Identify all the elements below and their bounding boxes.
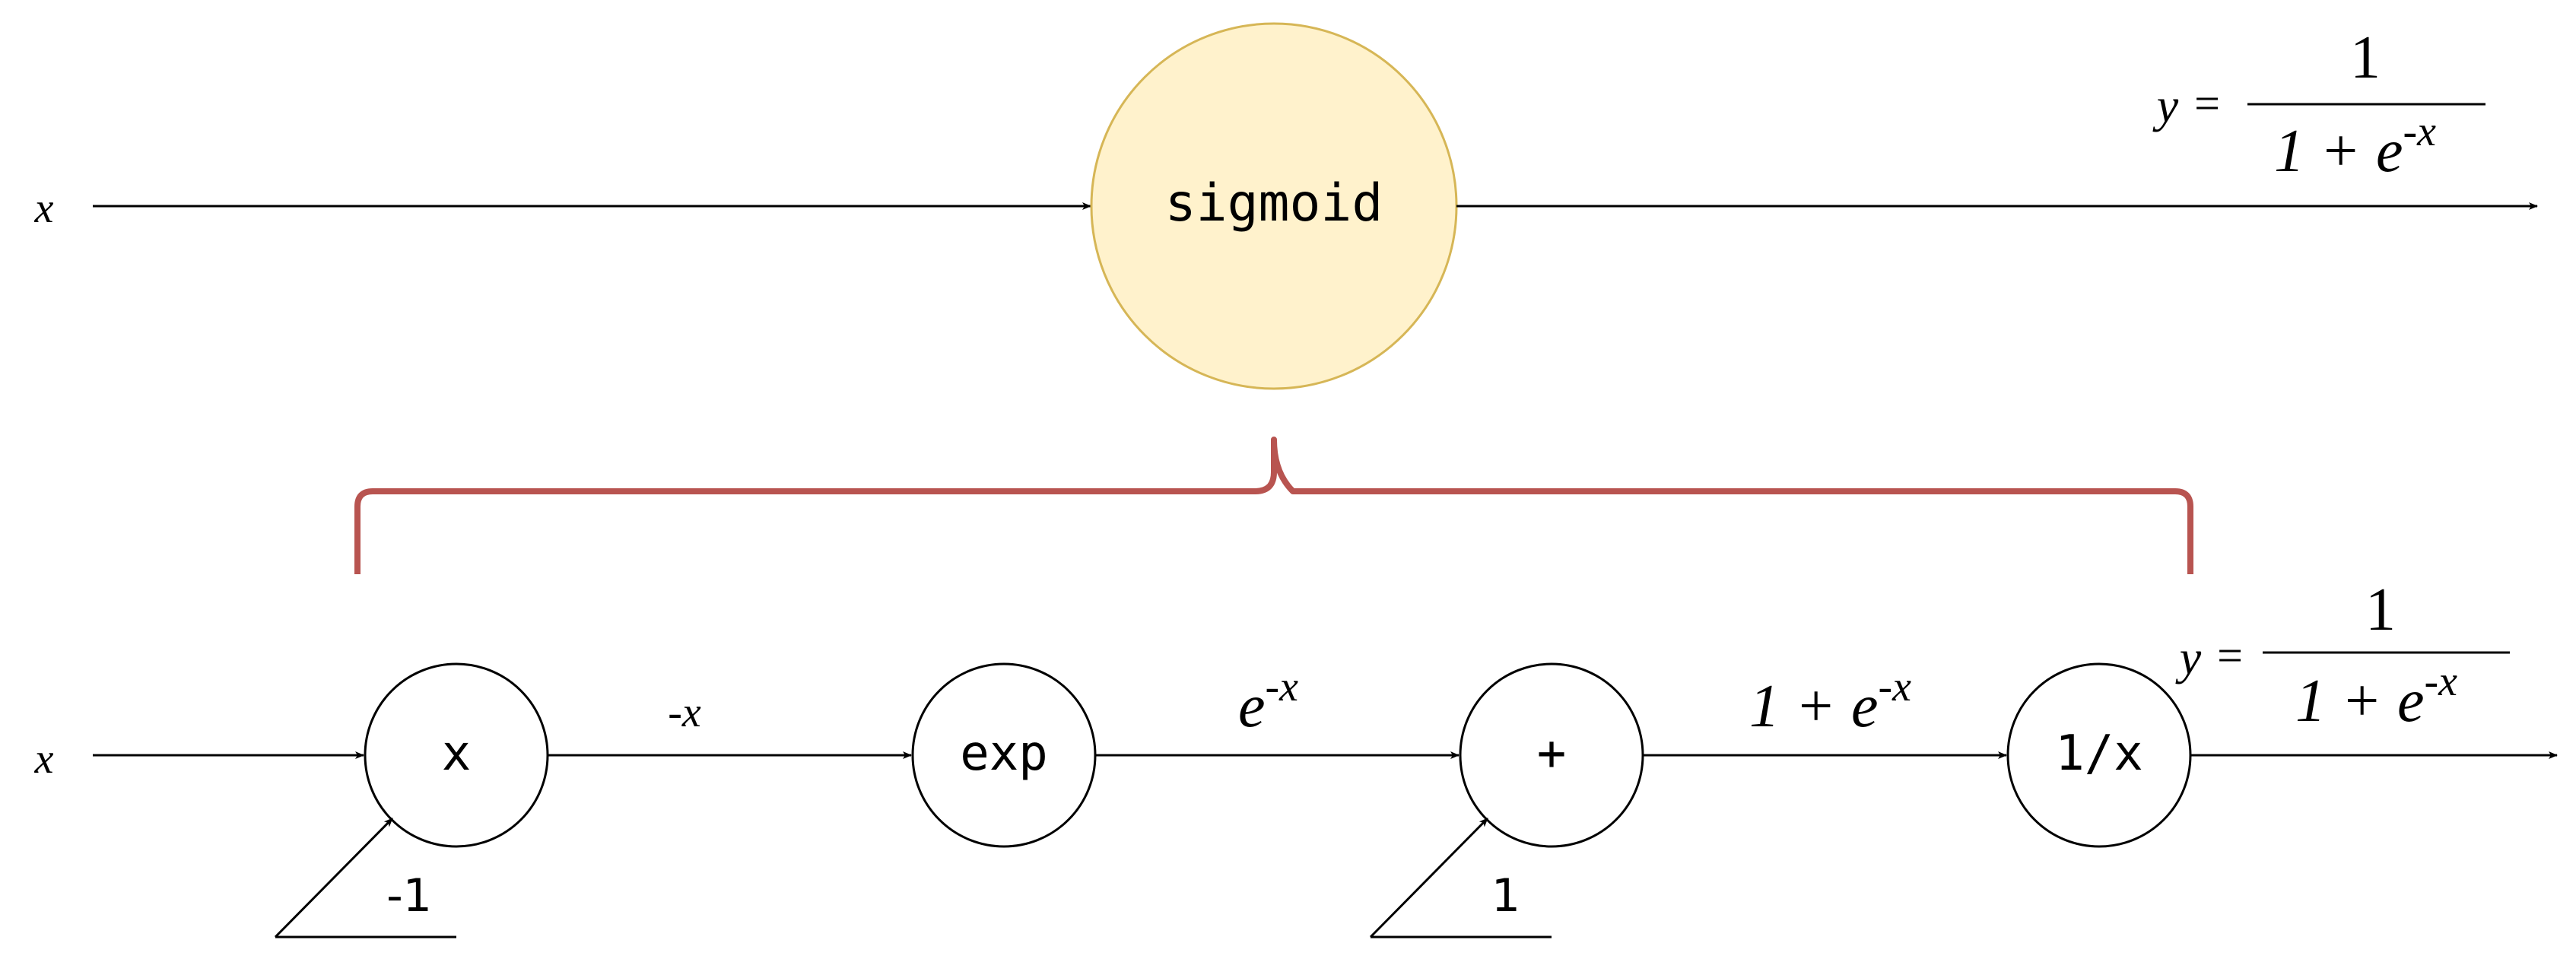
add-node-label: + <box>1537 726 1567 782</box>
bottom-output-formula: y = 1 1 + e-x <box>2175 576 2510 735</box>
const-mul-label: -1 <box>386 869 432 923</box>
bottom-output-denominator: 1 + e-x <box>2295 658 2457 735</box>
const-mul-input: -1 <box>274 817 456 939</box>
bottom-output-y: y <box>2175 630 2202 684</box>
top-output-denominator: 1 + e-x <box>2274 108 2436 185</box>
bottom-output-denominator-base: 1 + e <box>2295 668 2425 735</box>
top-input-label: x <box>34 185 54 232</box>
top-output-y: y <box>2152 78 2179 132</box>
sum-output-label: 1 + e-x <box>1749 663 1911 740</box>
sum-output-base: 1 + e <box>1749 673 1879 740</box>
const-add-label: 1 <box>1491 869 1520 923</box>
top-output-numerator: 1 <box>2350 24 2381 91</box>
const-add-input: 1 <box>1369 817 1552 939</box>
bottom-input-label: x <box>34 735 54 783</box>
exp-node-label: exp <box>960 726 1048 782</box>
neg-x-label: -x <box>668 689 701 736</box>
exp-output-label: e-x <box>1238 663 1298 740</box>
const-add-arrow <box>1369 817 1489 939</box>
bottom-output-denominator-exp: -x <box>2425 658 2458 705</box>
exp-output-base: e <box>1238 673 1266 740</box>
sum-output-exp: -x <box>1879 663 1912 710</box>
multiply-node-label: x <box>442 726 472 782</box>
bottom-output-numerator: 1 <box>2365 576 2396 643</box>
sigmoid-node-label: sigmoid <box>1165 173 1383 233</box>
expansion-brace <box>354 437 2193 574</box>
exp-output-exp: -x <box>1266 663 1299 710</box>
top-output-eq: = <box>2194 78 2220 129</box>
reciprocal-node-label: 1/x <box>2055 726 2143 782</box>
bottom-output-eq: = <box>2217 630 2243 681</box>
top-output-formula: y = 1 1 + e-x <box>2152 24 2485 185</box>
top-output-denominator-exp: -x <box>2403 108 2437 155</box>
top-output-denominator-base: 1 + e <box>2274 118 2403 185</box>
const-mul-arrow <box>274 817 394 939</box>
